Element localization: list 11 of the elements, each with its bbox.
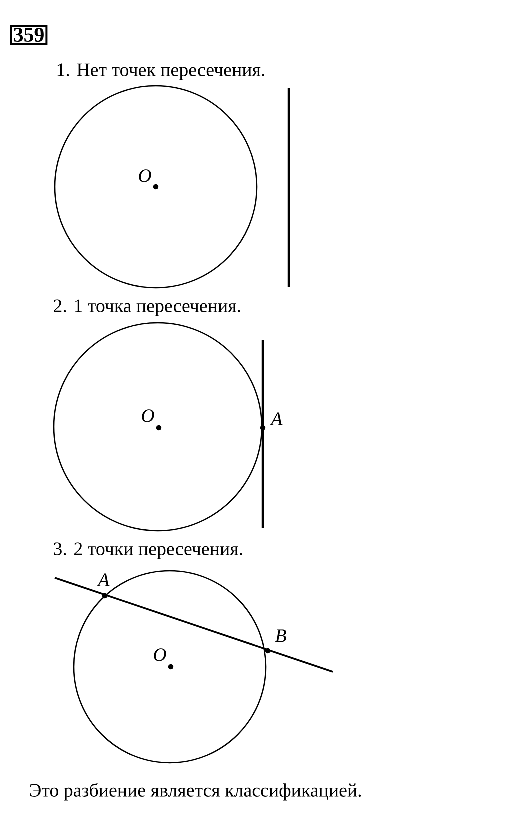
point-label: A bbox=[270, 412, 283, 426]
point-label: B bbox=[275, 630, 286, 642]
point-label: O bbox=[139, 170, 152, 182]
case-heading: 2. 1 точка пересечения. bbox=[54, 300, 240, 316]
case-heading: 3. 2 точки пересечения. bbox=[54, 542, 242, 560]
conclusion-text: Это разбиение является классификацией. bbox=[30, 783, 362, 801]
problem-number: 359 bbox=[10, 24, 48, 46]
point-label: A bbox=[97, 574, 110, 586]
case-heading: 1. Нет точек пересечения. bbox=[58, 64, 264, 80]
point-label: O bbox=[142, 410, 154, 422]
point-label: O bbox=[154, 648, 166, 662]
